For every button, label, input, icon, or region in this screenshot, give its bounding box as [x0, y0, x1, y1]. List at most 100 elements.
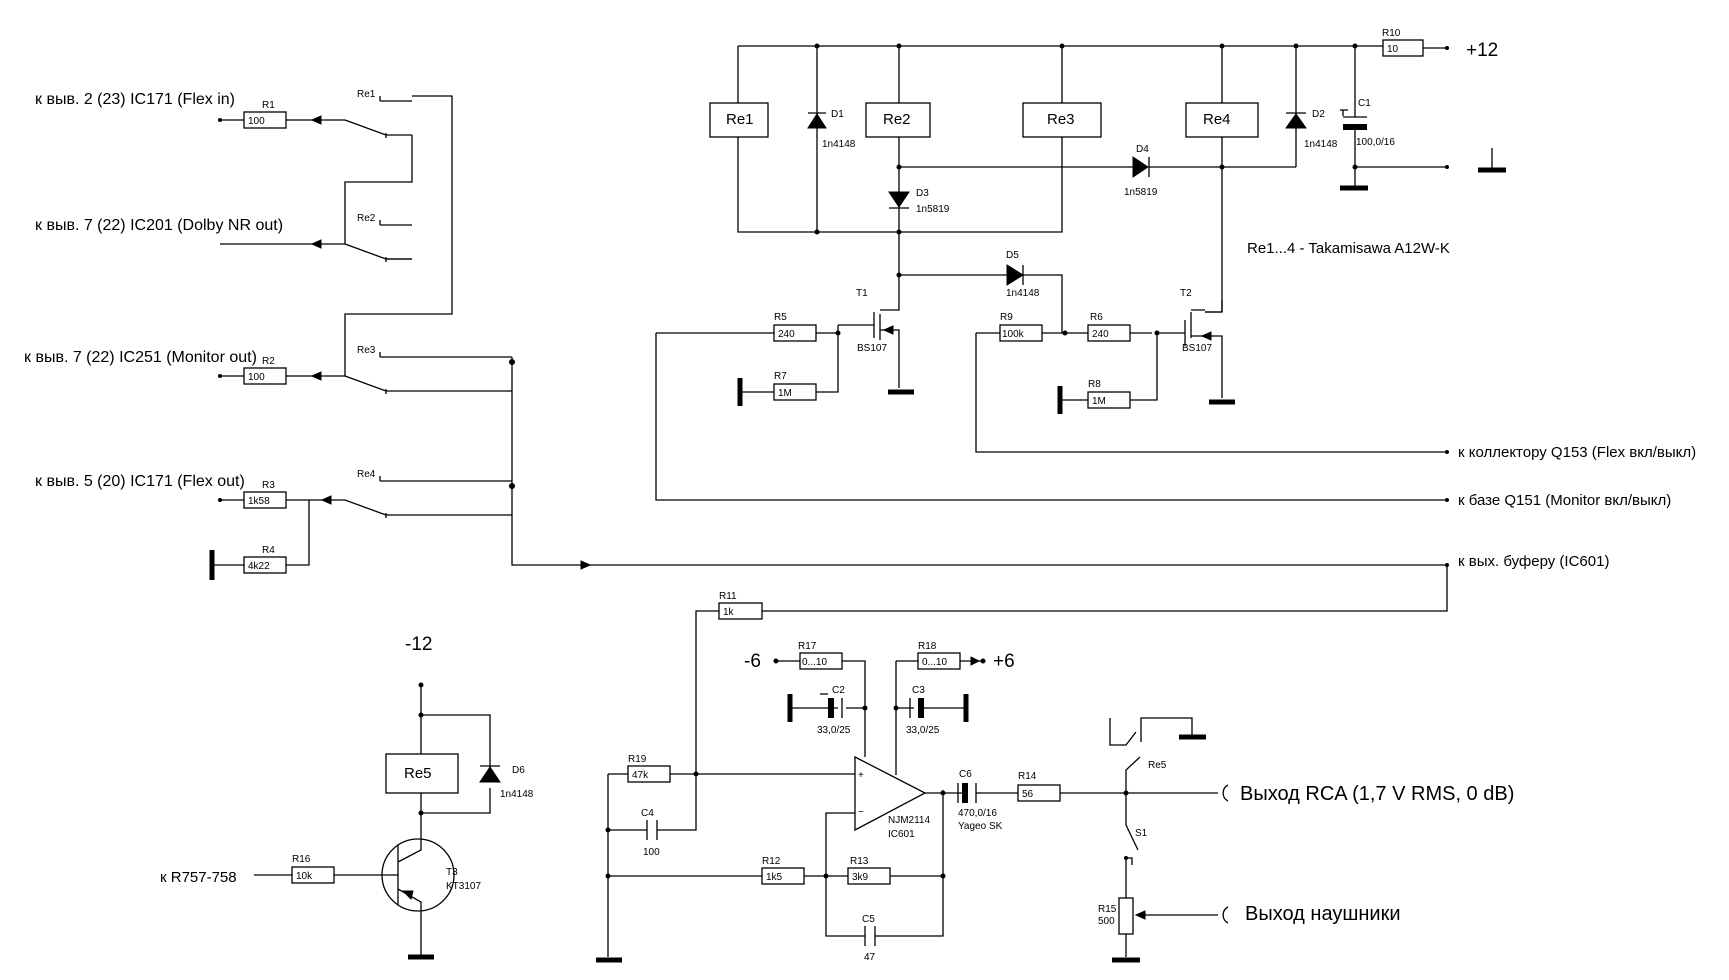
- relay-coil-re1: [709, 102, 769, 138]
- output-amplifier: 1k R11 47k R19 C4 100 1k5 R12 3k9 R13 C5…: [596, 565, 1448, 963]
- r12-name: R12: [762, 856, 781, 867]
- resistor-r9: [999, 324, 1043, 342]
- re2-coil-label: Re2: [883, 111, 911, 128]
- r13-value: 3k9: [852, 872, 869, 883]
- r7-value: 1M: [778, 388, 792, 399]
- resistor-r19: [627, 765, 671, 783]
- re2-contact-label: Re2: [357, 213, 376, 224]
- r10-value: 10: [1387, 44, 1399, 55]
- c6-extra: Yageo SK: [958, 821, 1003, 832]
- supply-plus12: +12: [1466, 40, 1498, 61]
- relay-type-note: Re1...4 - Takamisawa A12W-K: [1247, 240, 1450, 257]
- r2-name: R2: [262, 356, 275, 367]
- input-flex-out-label: к выв. 5 (20) IC171 (Flex out): [35, 473, 245, 490]
- relay-coil-re5: [385, 753, 459, 794]
- opamp-ic601: [854, 755, 927, 832]
- c2-value: 33,0/25: [817, 725, 851, 736]
- output-buffer-label: к вых. буферу (IC601): [1458, 553, 1609, 570]
- r12-value: 1k5: [766, 872, 783, 883]
- c6-value: 470,0/16: [958, 808, 997, 819]
- relay-coil-re4: [1185, 102, 1259, 138]
- c5-value: 47: [864, 952, 876, 963]
- r13-name: R13: [850, 856, 869, 867]
- c3-name: C3: [912, 685, 925, 696]
- d5-value: 1n4148: [1006, 288, 1040, 299]
- d3-name: D3: [916, 188, 929, 199]
- opamp-plus-label: +: [858, 770, 864, 781]
- r16-value: 10k: [296, 871, 313, 882]
- r2-value: 100: [248, 372, 265, 383]
- c1-name: C1: [1358, 98, 1371, 109]
- r1-value: 100: [248, 116, 265, 127]
- resistor-r11: [718, 602, 763, 620]
- r3-value: 1k58: [248, 496, 270, 507]
- c5-name: C5: [862, 914, 875, 925]
- r1-name: R1: [262, 100, 275, 111]
- d1-value: 1n4148: [822, 139, 856, 150]
- c2-name: C2: [832, 685, 845, 696]
- c6-name: C6: [959, 769, 972, 780]
- supply-plus6: +6: [993, 651, 1015, 672]
- opamp-minus-label: −: [858, 807, 864, 818]
- resistor-r12: [761, 867, 805, 885]
- c4-value: 100: [643, 847, 660, 858]
- re3-coil-label: Re3: [1047, 111, 1075, 128]
- r16-name: R16: [292, 854, 311, 865]
- r15-name: R15: [1098, 904, 1117, 915]
- d1-name: D1: [831, 109, 844, 120]
- r3-name: R3: [262, 480, 275, 491]
- d4-value: 1n5819: [1124, 187, 1158, 198]
- re1-coil-label: Re1: [726, 111, 754, 128]
- input-flex-in-label: к выв. 2 (23) IC171 (Flex in): [35, 91, 235, 108]
- r15-value: 500: [1098, 916, 1115, 927]
- supply-minus6: -6: [744, 651, 761, 672]
- c4-name: C4: [641, 808, 654, 819]
- r5-value: 240: [778, 329, 795, 340]
- re5-coil-label: Re5: [404, 765, 432, 782]
- re5-contact-label: Re5: [1148, 760, 1167, 771]
- t1-name: T1: [856, 288, 868, 299]
- opamp-part-label: NJM2114: [888, 815, 930, 826]
- r18-value: 0...10: [922, 657, 947, 668]
- resistor-r5: [773, 324, 817, 342]
- resistor-r3: [243, 491, 287, 509]
- r17-name: R17: [798, 641, 817, 652]
- c3-value: 33,0/25: [906, 725, 940, 736]
- r17-value: 0...10: [802, 657, 827, 668]
- input-r757-label: к R757-758: [160, 869, 237, 886]
- r11-name: R11: [719, 591, 737, 602]
- r10-name: R10: [1382, 28, 1401, 39]
- input-dolby-out-label: к выв. 7 (22) IC201 (Dolby NR out): [35, 217, 283, 234]
- c1-value: 100,0/16: [1356, 137, 1395, 148]
- relay-coil-re2: [865, 102, 931, 138]
- resistor-r18: [917, 652, 961, 670]
- resistor-r13: [847, 867, 891, 885]
- d5-name: D5: [1006, 250, 1019, 261]
- resistor-r7: [773, 383, 817, 401]
- re1-contact-label: Re1: [357, 89, 376, 100]
- t3-value: KT3107: [446, 881, 481, 892]
- re5-driver: -12 Re5 D6 1n4148 10k R16 T3 KT3107 к R7…: [160, 634, 534, 960]
- output-q151-label: к базе Q151 (Monitor вкл/выкл): [1458, 492, 1671, 509]
- resistor-r4: [243, 556, 287, 574]
- r4-name: R4: [262, 545, 275, 556]
- d2-name: D2: [1312, 109, 1325, 120]
- d4-name: D4: [1136, 144, 1149, 155]
- d6-value: 1n4148: [500, 789, 534, 800]
- d3-value: 1n5819: [916, 204, 950, 215]
- resistor-r8: [1087, 391, 1131, 409]
- t3-name: T3: [446, 867, 458, 878]
- r8-value: 1M: [1092, 396, 1106, 407]
- r6-value: 240: [1092, 329, 1109, 340]
- resistor-r2: [243, 367, 287, 385]
- output-q153-label: к коллектору Q153 (Flex вкл/выкл): [1458, 444, 1696, 461]
- r14-name: R14: [1018, 771, 1037, 782]
- r14-value: 56: [1022, 789, 1034, 800]
- d2-value: 1n4148: [1304, 139, 1338, 150]
- relay-matrix: к выв. 2 (23) IC171 (Flex in) к выв. 7 (…: [24, 89, 1449, 580]
- re4-coil-label: Re4: [1203, 111, 1231, 128]
- r19-value: 47k: [632, 770, 649, 781]
- r18-name: R18: [918, 641, 937, 652]
- r9-name: R9: [1000, 312, 1013, 323]
